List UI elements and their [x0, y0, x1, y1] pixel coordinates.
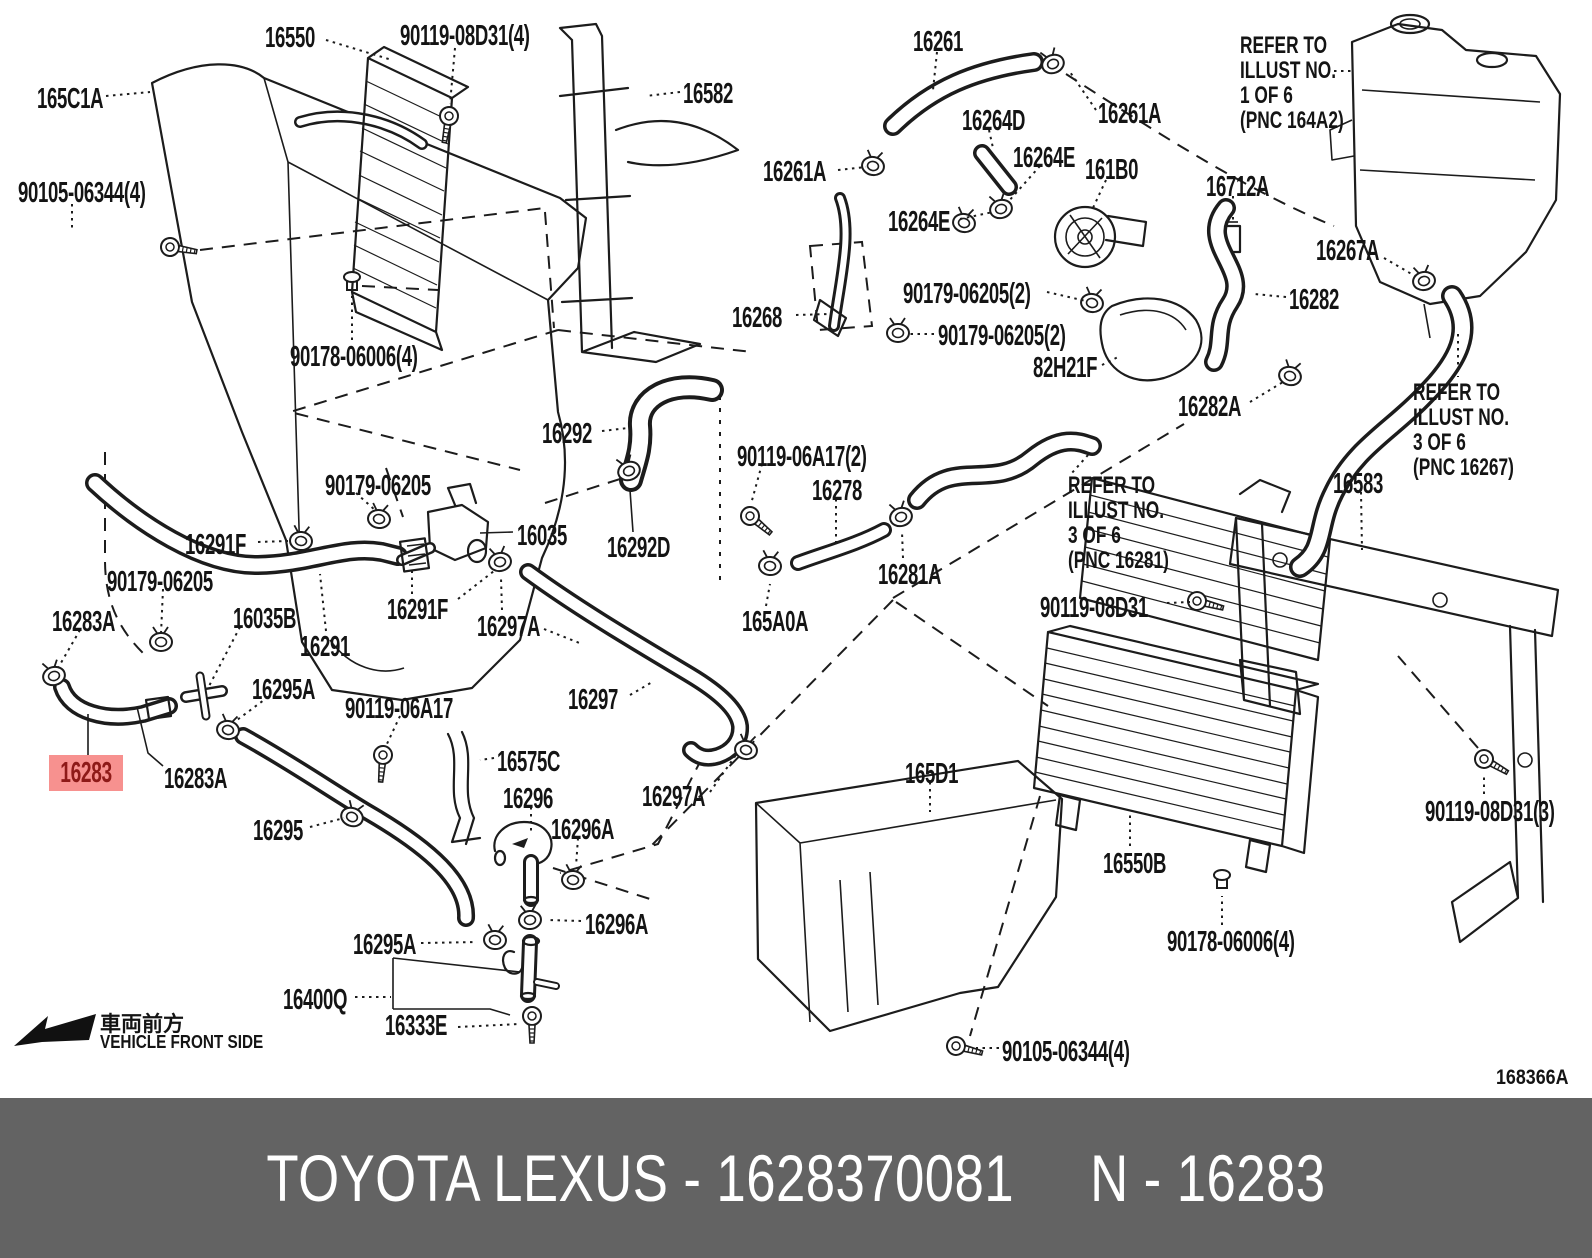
part-label-16550: 16550	[265, 22, 316, 54]
part-label-16264d: 16264D	[962, 105, 1026, 137]
part-label-90179-06205-2-a: 90179-06205(2)	[903, 278, 1031, 310]
part-label-16291: 16291	[300, 631, 351, 663]
banner-part-reference: N - 16283	[1090, 1141, 1326, 1215]
part-label-16295: 16295	[253, 815, 304, 847]
part-label-16283a-bottom: 16283A	[164, 763, 228, 795]
part-label-90105-06344-4-top: 90105-06344(4)	[18, 177, 146, 209]
refer-note-3: REFER TO ILLUST NO. 3 OF 6 (PNC 16281)	[1068, 473, 1169, 573]
part-label-90119-06a17-2: 90119-06A17(2)	[737, 441, 867, 473]
part-label-16296: 16296	[503, 783, 554, 815]
part-label-16583: 16583	[1333, 468, 1384, 500]
refer-note-line: ILLUST NO.	[1240, 57, 1336, 84]
part-label-16292d: 16292D	[607, 532, 671, 564]
part-label-16400q: 16400Q	[283, 984, 348, 1016]
part-label-16282a: 16282A	[1178, 391, 1242, 423]
part-label-16292: 16292	[542, 418, 593, 450]
refer-note-line: 3 OF 6	[1068, 522, 1121, 549]
part-label-16261a-left: 16261A	[763, 156, 827, 188]
part-label-16295a-upper: 16295A	[252, 674, 316, 706]
part-label-16575c: 16575C	[497, 746, 561, 778]
highlighted-part-label-16283: 16283	[49, 755, 123, 791]
part-label-16582: 16582	[683, 78, 734, 110]
part-label-90105-06344-4-bottom: 90105-06344(4)	[1002, 1036, 1130, 1068]
refer-note-line: REFER TO	[1068, 472, 1156, 499]
refer-note-line: REFER TO	[1413, 379, 1501, 406]
refer-note-line: (PNC 16267)	[1413, 454, 1514, 481]
refer-note-line: 1 OF 6	[1240, 82, 1293, 109]
part-label-16295a-lower: 16295A	[353, 929, 417, 961]
part-label-90119-06a17: 90119-06A17	[345, 693, 453, 725]
part-label-90119-08d31-4-top: 90119-08D31(4)	[400, 20, 530, 52]
refer-note-line: ILLUST NO.	[1413, 404, 1509, 431]
part-label-16281a: 16281A	[878, 559, 942, 591]
part-label-16296a-lower: 16296A	[585, 909, 649, 941]
part-label-16267a: 16267A	[1316, 235, 1380, 267]
part-label-16297: 16297	[568, 684, 619, 716]
part-label-165d1: 165D1	[905, 758, 959, 790]
part-label-161b0: 161B0	[1085, 154, 1139, 186]
part-label-165a0a: 165A0A	[742, 606, 809, 638]
refer-note-line: 3 OF 6	[1413, 429, 1466, 456]
part-label-16550b: 16550B	[1103, 848, 1167, 880]
part-label-90119-08d31-3: 90119-08D31(3)	[1425, 796, 1555, 828]
front-direction-arrow-icon	[14, 1014, 96, 1046]
part-label-90179-06205-left: 90179-06205	[107, 566, 213, 598]
part-label-16333e: 16333E	[385, 1010, 448, 1042]
vehicle-front-side-en: VEHICLE FRONT SIDE	[100, 1032, 264, 1052]
highlighted-part-number: 16283	[60, 756, 112, 789]
refer-note-line: REFER TO	[1240, 32, 1328, 59]
part-label-16291f-top: 16291F	[185, 529, 247, 561]
part-label-16278: 16278	[812, 475, 863, 507]
part-label-16283a-top: 16283A	[52, 606, 116, 638]
part-label-16035: 16035	[517, 520, 568, 552]
part-label-16035b: 16035B	[233, 603, 297, 635]
refer-note-line: ILLUST NO.	[1068, 497, 1164, 524]
refer-note-2: REFER TO ILLUST NO. 3 OF 6 (PNC 16267)	[1413, 380, 1514, 480]
refer-note-line: (PNC 16281)	[1068, 547, 1169, 574]
vehicle-front-side-jp: 車両前方	[100, 1012, 184, 1036]
part-label-16264e-upper: 16264E	[1013, 142, 1076, 174]
part-label-16268: 16268	[732, 302, 783, 334]
part-label-90178-06006-4-top: 90178-06006(4)	[290, 341, 418, 373]
refer-note-1: REFER TO ILLUST NO. 1 OF 6 (PNC 164A2)	[1240, 33, 1344, 133]
part-label-90179-06205-mid: 90179-06205	[325, 470, 431, 502]
part-label-82h21f: 82H21F	[1033, 352, 1098, 384]
part-label-90178-06006-4-bottom: 90178-06006(4)	[1167, 926, 1295, 958]
part-label-16712a: 16712A	[1206, 171, 1270, 203]
caption-banner: TOYOTA LEXUS - 1628370081 N - 16283	[0, 1098, 1592, 1258]
part-label-16291f-bottom: 16291F	[387, 594, 449, 626]
refer-note-line: (PNC 164A2)	[1240, 107, 1344, 134]
part-label-16297a-left: 16297A	[477, 611, 541, 643]
part-label-90119-08d31-mid: 90119-08D31	[1040, 592, 1148, 624]
part-label-165c1a: 165C1A	[37, 83, 104, 115]
banner-brand-part-number: TOYOTA LEXUS - 1628370081	[266, 1141, 1015, 1215]
part-label-16261: 16261	[913, 26, 964, 58]
part-label-90179-06205-2-b: 90179-06205(2)	[938, 320, 1066, 352]
part-label-16261a-right: 16261A	[1098, 98, 1162, 130]
part-label-16264e-lower: 16264E	[888, 206, 951, 238]
diagram-code: 168366A	[1496, 1066, 1569, 1089]
part-label-16297a-right: 16297A	[642, 781, 706, 813]
part-label-16296a-upper: 16296A	[551, 814, 615, 846]
part-label-16282: 16282	[1289, 284, 1340, 316]
